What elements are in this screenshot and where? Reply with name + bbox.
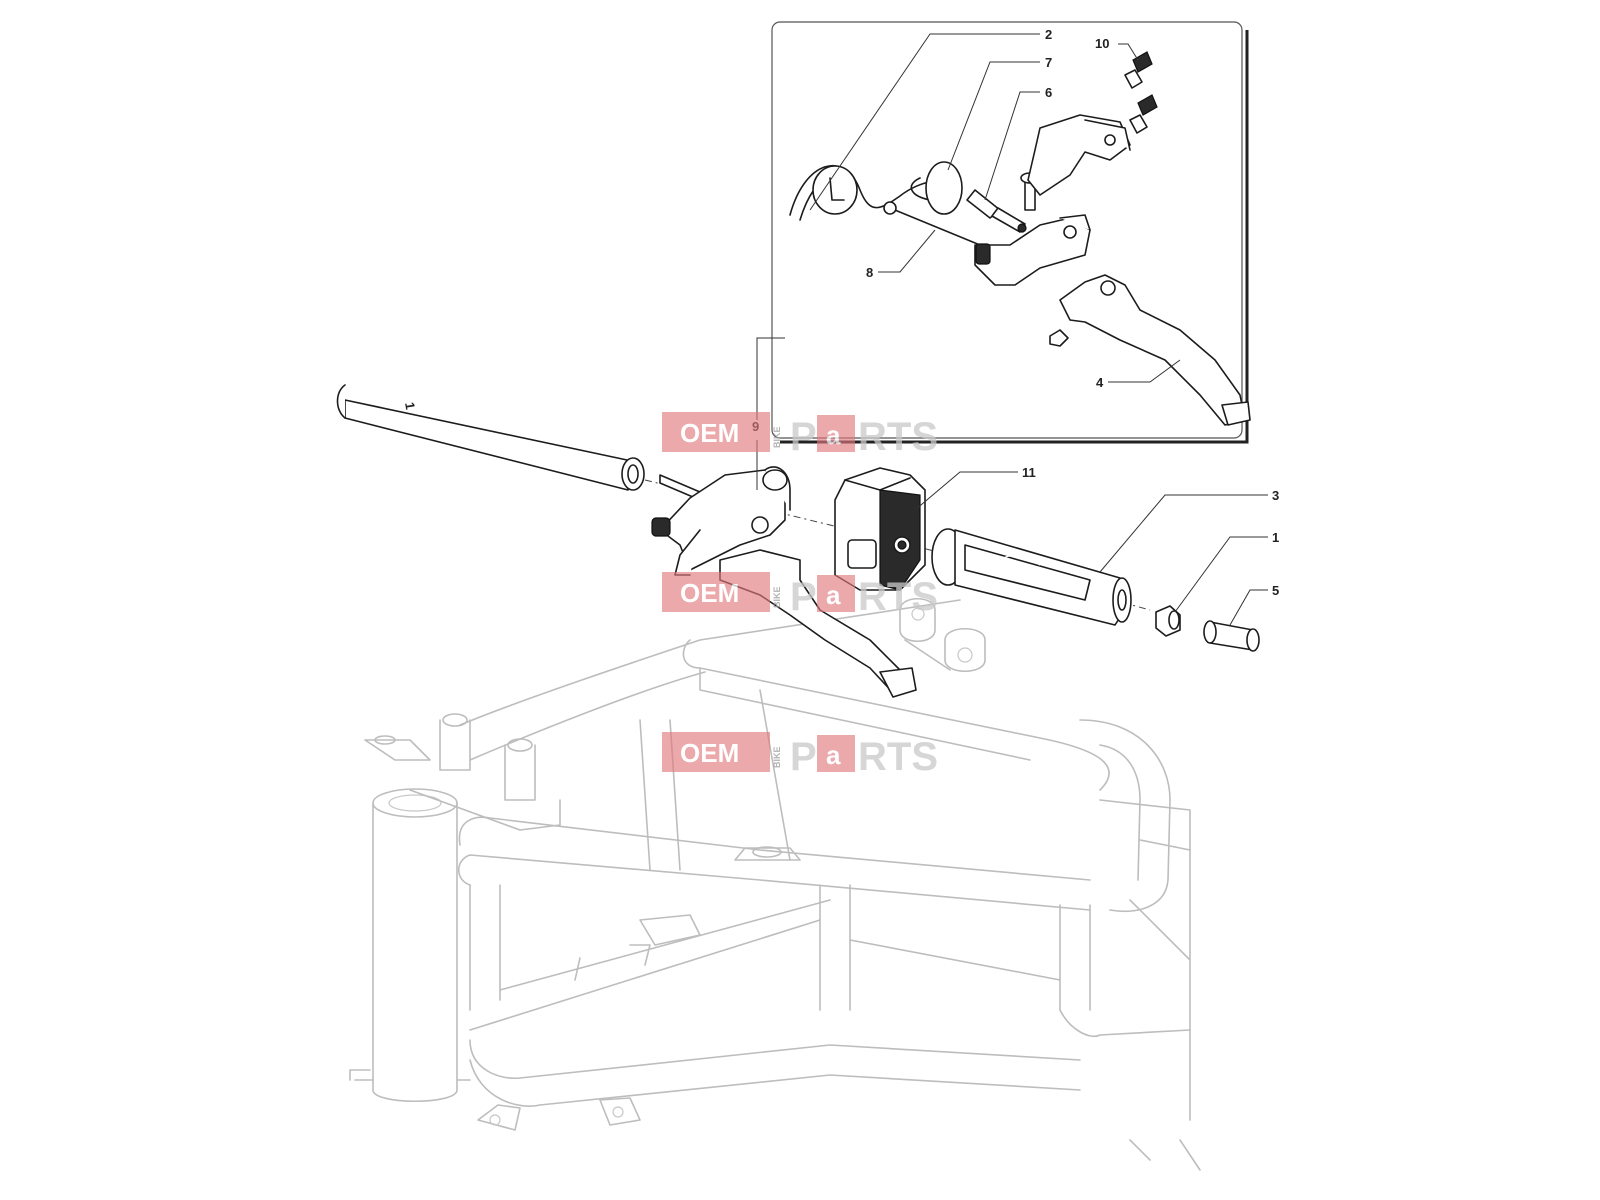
watermark-bike: BIKE	[772, 426, 782, 448]
watermark-a: a	[826, 740, 841, 770]
callout-8: 8	[866, 265, 873, 280]
cable-adjuster	[966, 189, 1027, 233]
watermark-bike: BIKE	[772, 746, 782, 768]
motorcycle-frame	[349, 598, 1201, 1171]
switch-housing	[834, 467, 926, 591]
callout-1: 1	[1272, 530, 1279, 545]
watermark-2: OEM BIKE P a RTS	[662, 572, 938, 619]
watermark-oem: OEM	[680, 418, 739, 448]
watermark-oem: OEM	[680, 738, 739, 768]
watermark-a: a	[826, 580, 841, 610]
watermark-p: P	[790, 575, 817, 619]
lever-clamp-detail	[1027, 114, 1131, 196]
callout-4: 4	[1096, 375, 1104, 390]
handlebar-tube: 1	[336, 384, 645, 491]
watermark-oem: OEM	[680, 578, 739, 608]
callout-6: 6	[1045, 85, 1052, 100]
watermark-a: a	[826, 420, 841, 450]
callout-11: 11	[1022, 465, 1036, 480]
callout-10: 10	[1095, 36, 1109, 51]
clutch-cable	[789, 161, 963, 221]
watermark-p: P	[790, 415, 817, 459]
callout-7: 7	[1045, 55, 1052, 70]
watermark-rts: RTS	[858, 415, 938, 459]
leader-lines	[756, 33, 1268, 626]
watermark-rts: RTS	[858, 735, 938, 779]
callout-2: 2	[1045, 27, 1052, 42]
bolt-pair	[1124, 51, 1158, 134]
callout-5: 5	[1272, 583, 1279, 598]
watermark-p: P	[790, 735, 817, 779]
detail-inset	[771, 21, 1251, 444]
watermark-3: OEM BIKE P a RTS	[662, 732, 938, 779]
callout-3: 3	[1272, 488, 1279, 503]
bar-end-weight	[1203, 620, 1260, 652]
watermark-rts: RTS	[858, 575, 938, 619]
handlebar-label: 1	[402, 401, 418, 411]
watermark-bike: BIKE	[772, 586, 782, 608]
handlebar-grip	[931, 528, 1132, 626]
watermark-1: OEM BIKE P a RTS	[662, 412, 938, 459]
spacer	[1155, 605, 1181, 637]
lever-detail	[1059, 274, 1251, 426]
lever-bracket-detail	[974, 214, 1091, 286]
